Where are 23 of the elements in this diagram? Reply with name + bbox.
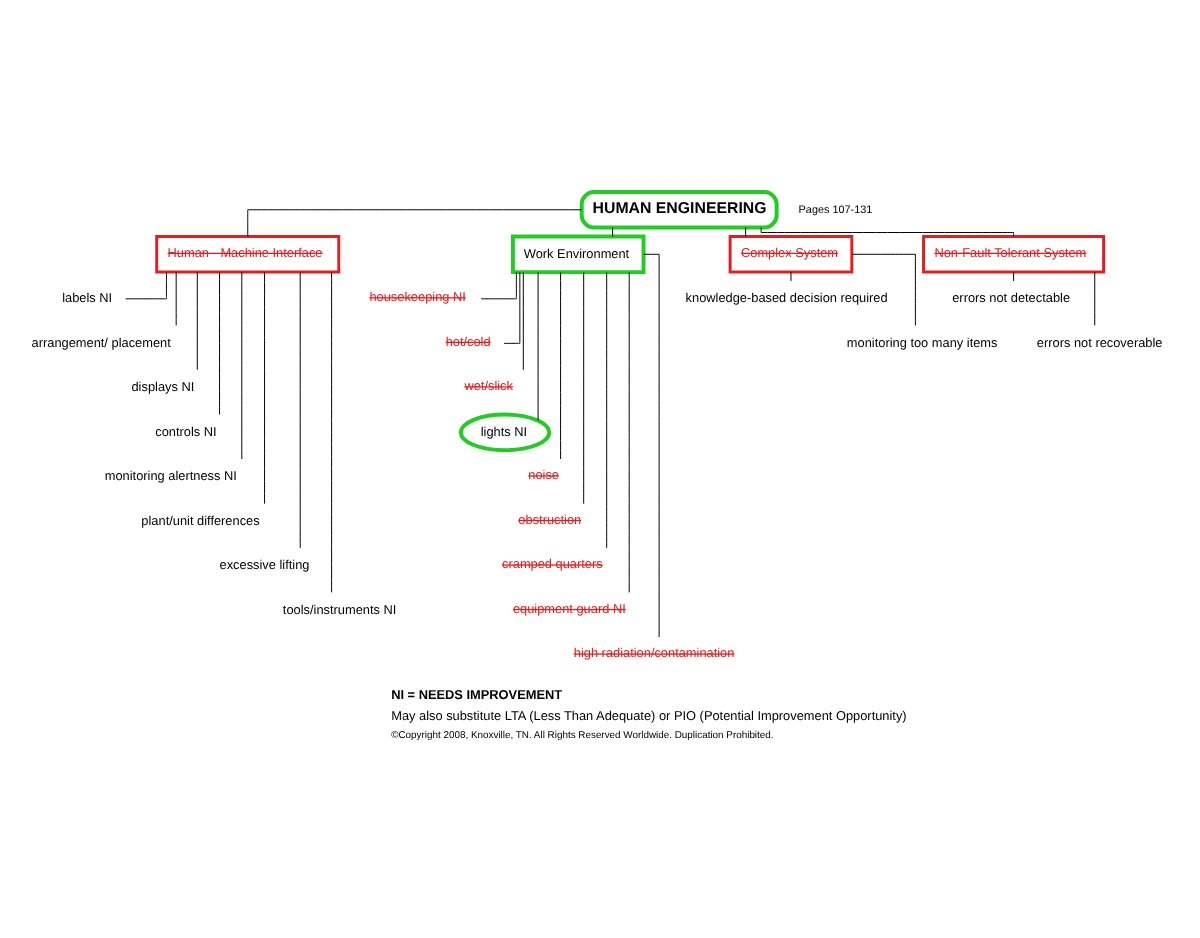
connector — [264, 270, 266, 504]
connector — [606, 270, 608, 548]
connector — [480, 270, 517, 299]
connector — [1094, 270, 1096, 325]
connector — [331, 270, 333, 592]
connector — [241, 270, 243, 459]
connector — [583, 270, 585, 504]
node-box: HUMAN ENGINEERING — [579, 189, 779, 229]
connector — [537, 270, 539, 420]
connector — [851, 252, 916, 325]
connector — [522, 270, 524, 370]
connector — [299, 270, 301, 548]
connector — [196, 270, 198, 370]
connector — [247, 208, 583, 236]
connector — [175, 270, 177, 325]
connector — [560, 270, 562, 459]
connector — [760, 226, 1015, 236]
connector — [125, 270, 167, 299]
connector — [1013, 270, 1015, 281]
connector — [628, 270, 630, 592]
connector — [643, 252, 660, 637]
connector — [503, 270, 521, 343]
connector — [219, 270, 221, 415]
